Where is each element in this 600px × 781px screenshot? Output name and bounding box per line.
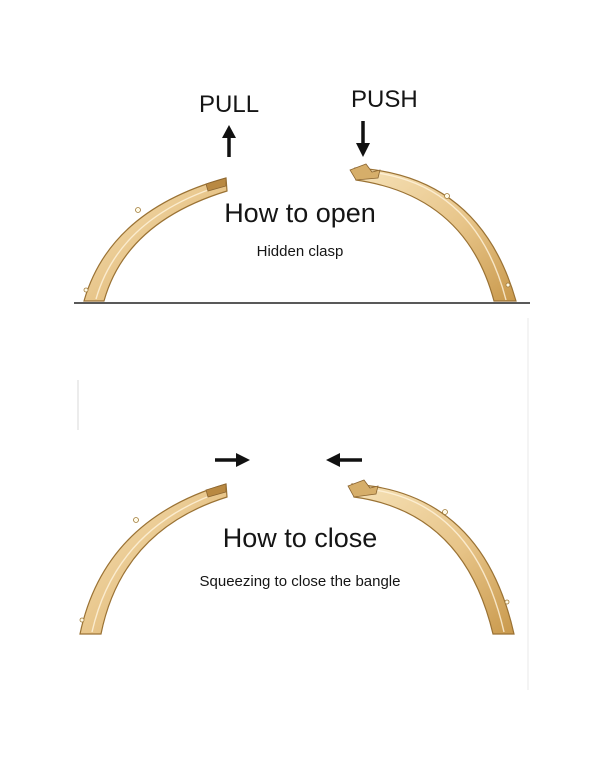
gem-right-1-close <box>442 509 448 515</box>
open-subtitle: Hidden clasp <box>256 243 344 260</box>
open-title: How to open <box>224 198 376 228</box>
gem-left-1-close <box>133 517 139 523</box>
bangle-left-half-open <box>83 177 228 302</box>
gem-left-1-open <box>135 207 141 213</box>
bangle-right-half-close <box>351 483 515 635</box>
gem-right-2-open <box>505 282 511 288</box>
bangle-left-inner-line-close <box>91 489 227 633</box>
gem-right-2-close <box>504 599 510 605</box>
bangle-right-inner-line-close <box>367 488 505 633</box>
close-subtitle: Squeezing to close the bangle <box>199 573 401 590</box>
bangle-left-inner-line-open <box>95 183 227 300</box>
clasp-tongue-open <box>205 177 227 192</box>
push-label: PUSH <box>351 86 418 113</box>
bangle-right-half-open <box>354 167 517 302</box>
gem-left-2-open <box>83 287 89 293</box>
pull-label: PULL <box>199 91 260 118</box>
pull-arrowhead-icon <box>222 125 236 138</box>
bangle-right-inner-line-open <box>369 171 507 301</box>
gem-left-2-close <box>79 617 85 623</box>
clasp-tongue-close <box>205 483 227 498</box>
clasp-hook-open <box>349 163 381 181</box>
gem-right-1-open <box>444 193 450 199</box>
clasp-hook-close <box>347 479 379 498</box>
bangle-left-half-close <box>79 483 228 635</box>
squeeze-right-arrowhead-icon <box>236 453 250 467</box>
close-title: How to close <box>222 523 378 553</box>
push-arrowhead-icon <box>356 143 370 157</box>
squeeze-left-arrowhead-icon <box>326 453 340 467</box>
